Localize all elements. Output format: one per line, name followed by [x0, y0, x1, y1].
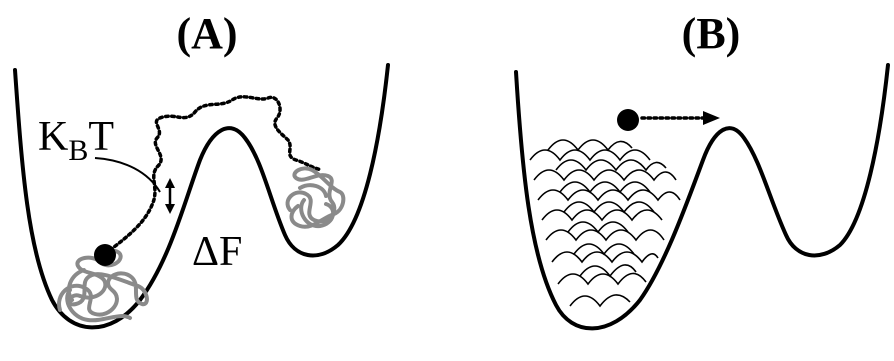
- thermal-energy-label: KBT: [38, 114, 114, 167]
- panel-a: (A) KBT ΔF: [15, 9, 388, 327]
- panel-b-transition-arrow-head: [703, 111, 720, 125]
- panel-a-double-arrow: [165, 178, 175, 214]
- panel-b: (B): [516, 9, 888, 328]
- free-energy-barrier-label: ΔF: [192, 229, 242, 275]
- panel-b-label: (B): [682, 9, 741, 58]
- panel-a-label-pointer: [95, 158, 160, 192]
- panel-a-label: (A): [176, 9, 237, 58]
- panel-a-particle: [94, 244, 116, 266]
- panel-b-rough-landscape: [530, 140, 680, 306]
- panel-a-right-coil: [288, 168, 344, 226]
- panel-b-particle: [617, 109, 639, 131]
